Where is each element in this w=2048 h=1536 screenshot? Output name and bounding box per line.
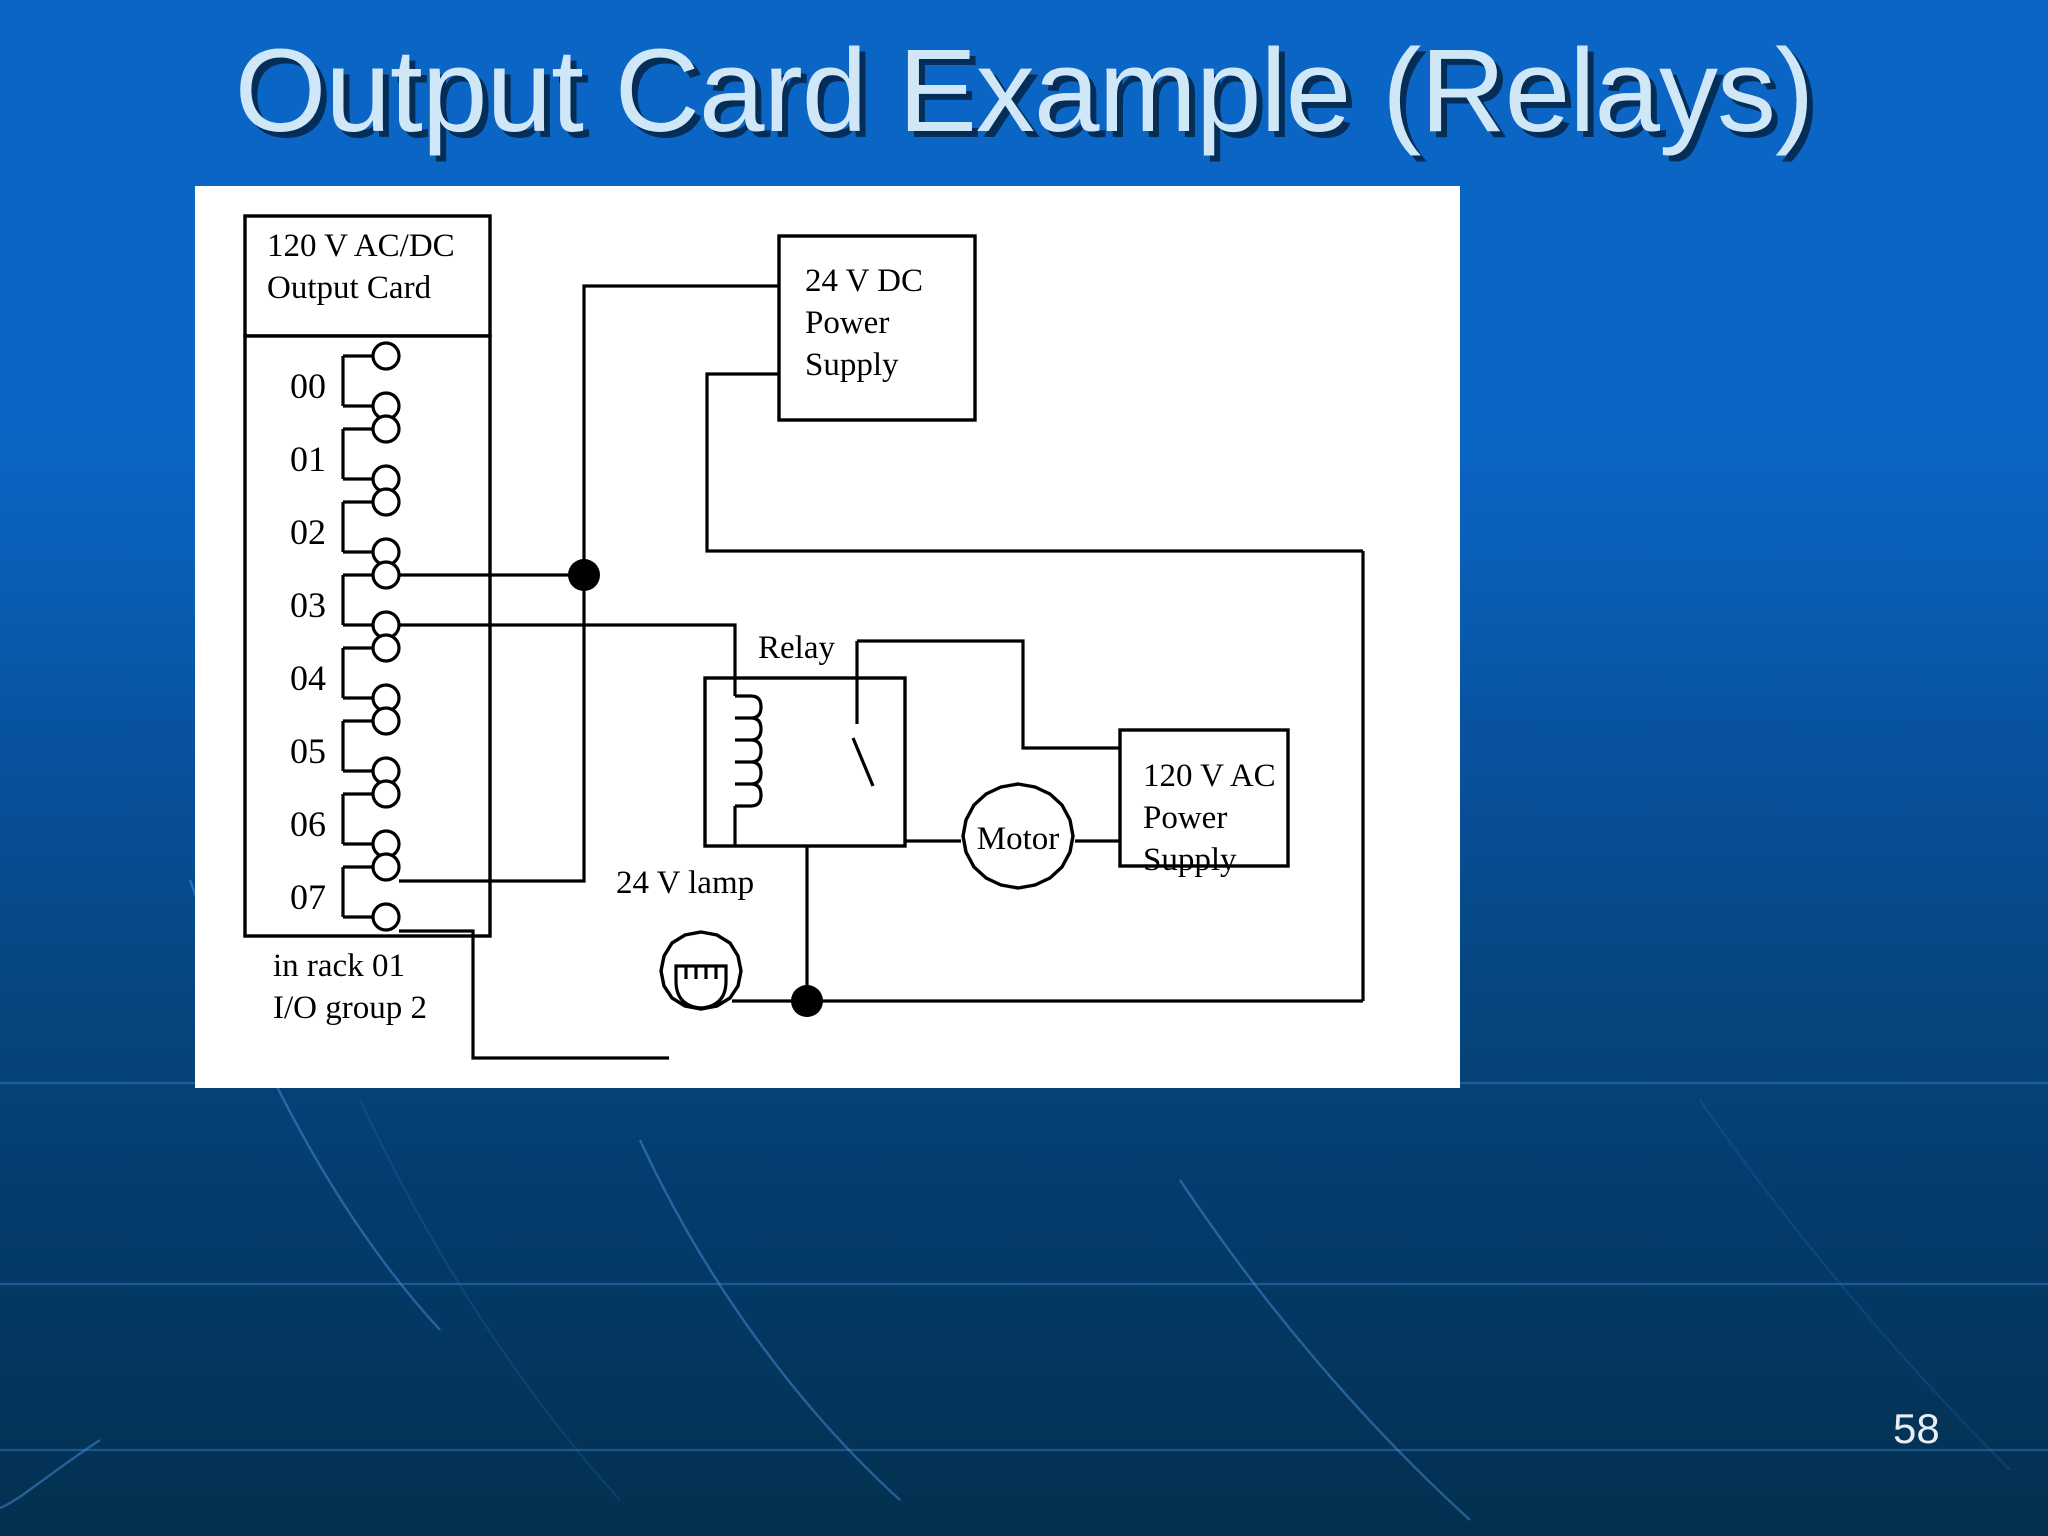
output-card-body-box — [243, 334, 492, 938]
terminal-07-b — [371, 902, 401, 932]
channel-00: 00 — [290, 341, 401, 421]
channel-01-label: 01 — [290, 439, 326, 479]
output-card-footer-line2: I/O group 2 — [273, 990, 427, 1026]
channel-05: 05 — [290, 706, 401, 786]
channel-07-label: 07 — [290, 877, 326, 917]
output-card-header-box — [243, 214, 492, 338]
psu-24vdc-line3: Supply — [805, 347, 899, 383]
channel-01: 01 — [290, 414, 401, 494]
slide-number: 58 — [1893, 1405, 1940, 1452]
channel-06: 06 — [290, 779, 401, 859]
junction-dot-upper — [568, 559, 600, 591]
channel-03: 03 — [290, 560, 401, 640]
psu-24vdc-box — [777, 234, 977, 422]
relay-coil-symbol — [733, 678, 763, 846]
channel-03-label: 03 — [290, 585, 326, 625]
terminal-05-a — [371, 706, 401, 736]
lamp: 24 V lamp — [616, 865, 754, 1011]
psu-24vdc-line2: Power — [805, 305, 889, 341]
terminal-07-a — [371, 852, 401, 882]
psu-120vac-line1: 120 V AC — [1143, 758, 1276, 794]
motor-symbol — [961, 782, 1075, 890]
lamp-envelope — [659, 930, 743, 1011]
output-card-footer-line1: in rack 01 — [273, 948, 405, 984]
channel-02-label: 02 — [290, 512, 326, 552]
channel-06-label: 06 — [290, 804, 326, 844]
wiring-diagram: 120 V AC/DC Output Card 00 01 02 — [243, 214, 1365, 1060]
terminal-04-a — [371, 633, 401, 663]
junction-dot-lower — [791, 985, 823, 1017]
psu-120vac-line2: Power — [1143, 800, 1227, 836]
motor-label: Motor — [977, 821, 1060, 857]
psu-24vdc-line1: 24 V DC — [805, 263, 923, 299]
channel-00-label: 00 — [290, 366, 326, 406]
terminal-03-a — [371, 560, 401, 590]
wire-psu24-minus-rail — [705, 372, 1363, 553]
lamp-filament-teeth — [684, 966, 718, 979]
motor: Motor — [961, 782, 1075, 890]
lamp-filament-body — [674, 964, 728, 1010]
wire-ch07-lower-to-lamp — [399, 929, 669, 1060]
terminal-06-a — [371, 779, 401, 809]
output-card-header-line1: 120 V AC/DC — [267, 228, 455, 264]
output-card: 120 V AC/DC Output Card — [243, 214, 492, 938]
channel-07: 07 — [290, 852, 401, 932]
wire-ch03-lower-to-relay-coil — [399, 623, 737, 678]
psu-120vac-box — [1118, 728, 1290, 868]
wire-contact-top-to-psu120 — [857, 639, 1120, 750]
lamp-label: 24 V lamp — [616, 865, 754, 901]
terminal-01-a — [371, 414, 401, 444]
power-supply-120vac: 120 V AC Power Supply — [1118, 728, 1290, 878]
terminal-00-a — [371, 341, 401, 371]
relay-label: Relay — [758, 630, 835, 666]
channel-05-label: 05 — [290, 731, 326, 771]
power-supply-24vdc: 24 V DC Power Supply — [777, 234, 977, 422]
channel-02: 02 — [290, 487, 401, 567]
diagram-canvas: 120 V AC/DC Output Card 00 01 02 — [195, 186, 1460, 1088]
slide-title: Output Card Example (Relays) — [234, 25, 1815, 157]
relay: Relay — [703, 630, 907, 848]
relay-contact-blade — [851, 737, 875, 787]
psu-120vac-line3: Supply — [1143, 842, 1237, 878]
output-card-header-line2: Output Card — [267, 270, 432, 306]
channel-04-label: 04 — [290, 658, 326, 698]
terminal-02-a — [371, 487, 401, 517]
